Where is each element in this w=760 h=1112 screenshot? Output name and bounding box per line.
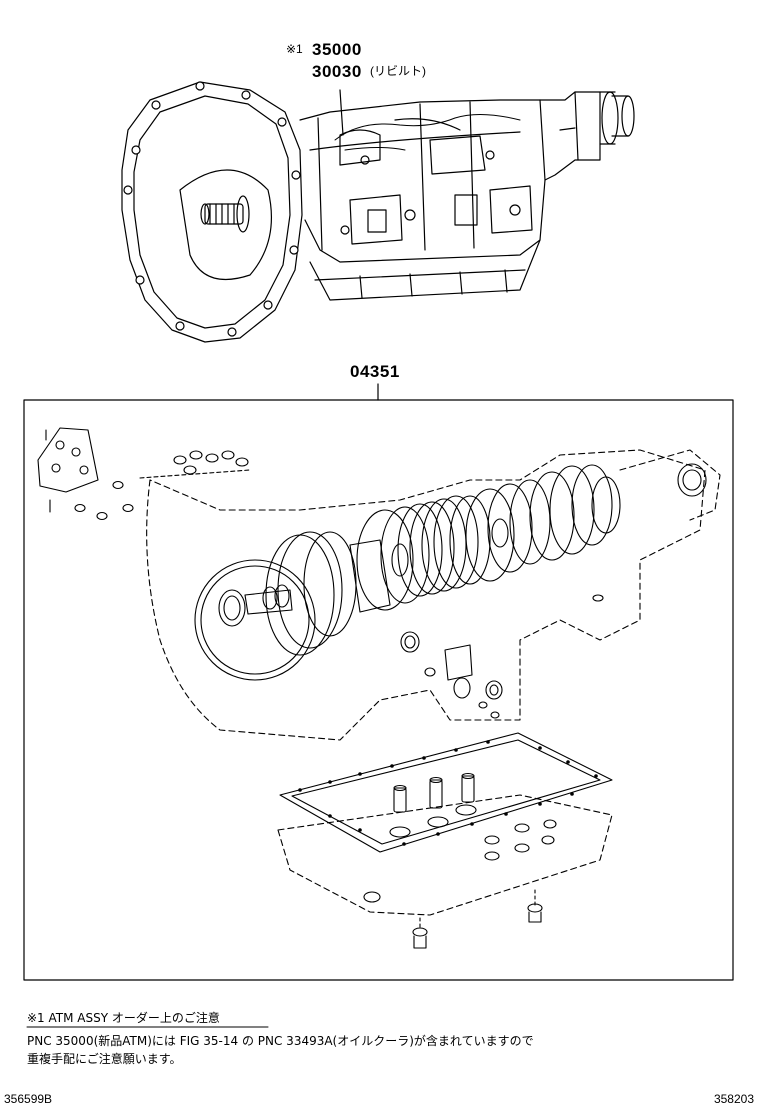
- transmission-assembly: [121, 81, 635, 343]
- callout-mark: ※1: [286, 42, 303, 56]
- illustration-code-left: 356599B: [4, 1092, 53, 1106]
- overhaul-kit-parts: [37, 427, 721, 949]
- part-number-30030: 30030: [312, 62, 362, 81]
- overhaul-kit-frame: [23, 383, 734, 981]
- part-number-04351: 04351: [350, 362, 400, 381]
- notes-heading: ※1 ATM ASSY オーダー上のご注意: [27, 1011, 220, 1025]
- rebuilt-label: (リビルト): [370, 64, 426, 78]
- notes-line-2: 重複手配にご注意願います。: [27, 1052, 182, 1066]
- notes-line-1: PNC 35000(新品ATM)には FIG 35-14 の PNC 33493…: [27, 1034, 534, 1048]
- illustration-code-right: 358203: [713, 1092, 754, 1106]
- part-number-35000: 35000: [312, 40, 362, 59]
